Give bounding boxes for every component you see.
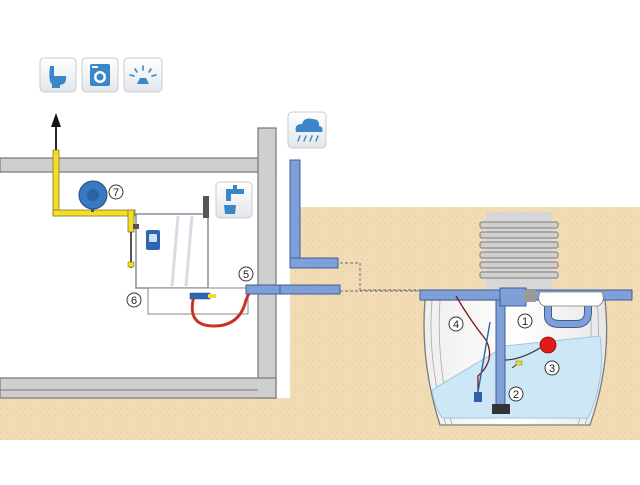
house-walls: [0, 127, 277, 399]
toilet-icon: [39, 57, 77, 93]
callout-3: 3: [544, 360, 560, 376]
supply-pipe-yellow: [52, 149, 136, 233]
floor-slab: [0, 377, 277, 399]
expansion-vessel: [78, 180, 108, 212]
sprinkler-icon: [123, 57, 163, 93]
underground-pipes: [340, 262, 430, 292]
inlet-hose: [127, 232, 135, 268]
washing-machine-icon: [81, 57, 119, 93]
callout-1: 1: [517, 313, 533, 329]
callout-7: 7: [108, 184, 124, 200]
ceiling-slab: [0, 157, 277, 173]
callout-4-label: 4: [453, 319, 459, 331]
callout-6: 6: [126, 292, 142, 308]
submersible-pump: [492, 404, 510, 414]
supply-arrow: [51, 113, 61, 152]
float-switch: [539, 336, 557, 354]
sensor-cable: [455, 295, 491, 394]
level-probe: [474, 392, 482, 402]
downpipe: [289, 159, 339, 269]
outer-wall: [257, 127, 277, 399]
rainwater-tank: [419, 212, 633, 426]
callout-2-label: 2: [513, 389, 519, 401]
rain-cloud-icon: [287, 111, 327, 149]
hose-fitting: [189, 292, 211, 300]
wall-feedthrough-pipe: [245, 284, 341, 295]
water-tap-icon: [215, 181, 253, 219]
callout-7-label: 7: [113, 187, 119, 199]
callout-1-label: 1: [522, 316, 528, 328]
callout-6-label: 6: [131, 295, 137, 307]
pump-riser: [495, 299, 506, 407]
callout-3-label: 3: [549, 363, 555, 375]
valve-block: [499, 287, 527, 307]
callout-4: 4: [448, 316, 464, 332]
unit-pedestal: [147, 287, 249, 315]
control-unit: [133, 196, 209, 294]
callout-5-label: 5: [243, 269, 249, 281]
callout-5: 5: [238, 266, 254, 282]
callout-2: 2: [508, 386, 524, 402]
